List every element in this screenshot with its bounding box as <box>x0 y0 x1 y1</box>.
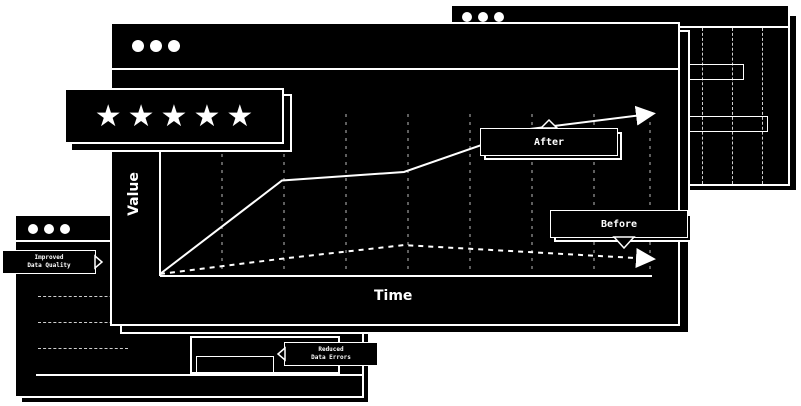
window-dot-icon <box>28 224 38 234</box>
star-icon: ★ <box>193 98 221 134</box>
reduced-line1: Reduced <box>318 346 344 353</box>
series-line-before <box>159 244 656 275</box>
grid-line <box>732 28 733 184</box>
window-dot-icon <box>462 12 472 22</box>
star-icon: ★ <box>160 98 188 134</box>
series-line-after <box>159 105 656 275</box>
star-icon: ★ <box>226 98 254 134</box>
before-callout: Before <box>550 210 688 238</box>
improved-callout: Improved Data Quality <box>2 250 96 274</box>
grid-line <box>762 28 763 184</box>
after-callout: After <box>480 128 618 156</box>
titlebar-divider <box>112 68 678 70</box>
star-icon: ★ <box>127 98 155 134</box>
grid-line <box>702 28 703 184</box>
reduced-line2: Data Errors <box>311 354 351 361</box>
window-dot-icon <box>494 12 504 22</box>
improved-line1: Improved <box>34 254 64 261</box>
inner-box <box>196 356 274 374</box>
grid-line <box>38 322 128 323</box>
grid-line <box>38 348 128 349</box>
window-dot-icon <box>150 40 162 52</box>
reduced-callout: Reduced Data Errors <box>284 342 378 366</box>
window-dot-icon <box>478 12 488 22</box>
window-controls <box>132 40 180 52</box>
window-dot-icon <box>44 224 54 234</box>
rating-card: ★ ★ ★ ★ ★ <box>64 88 284 144</box>
x-axis-label: Time <box>374 288 413 304</box>
window-controls <box>28 224 70 234</box>
window-dot-icon <box>168 40 180 52</box>
window-controls <box>462 12 504 22</box>
window-dot-icon <box>60 224 70 234</box>
star-icon: ★ <box>94 98 122 134</box>
window-divider <box>36 374 362 376</box>
window-dot-icon <box>132 40 144 52</box>
grid-line <box>38 296 128 297</box>
improved-line2: Data Quality <box>27 262 71 269</box>
